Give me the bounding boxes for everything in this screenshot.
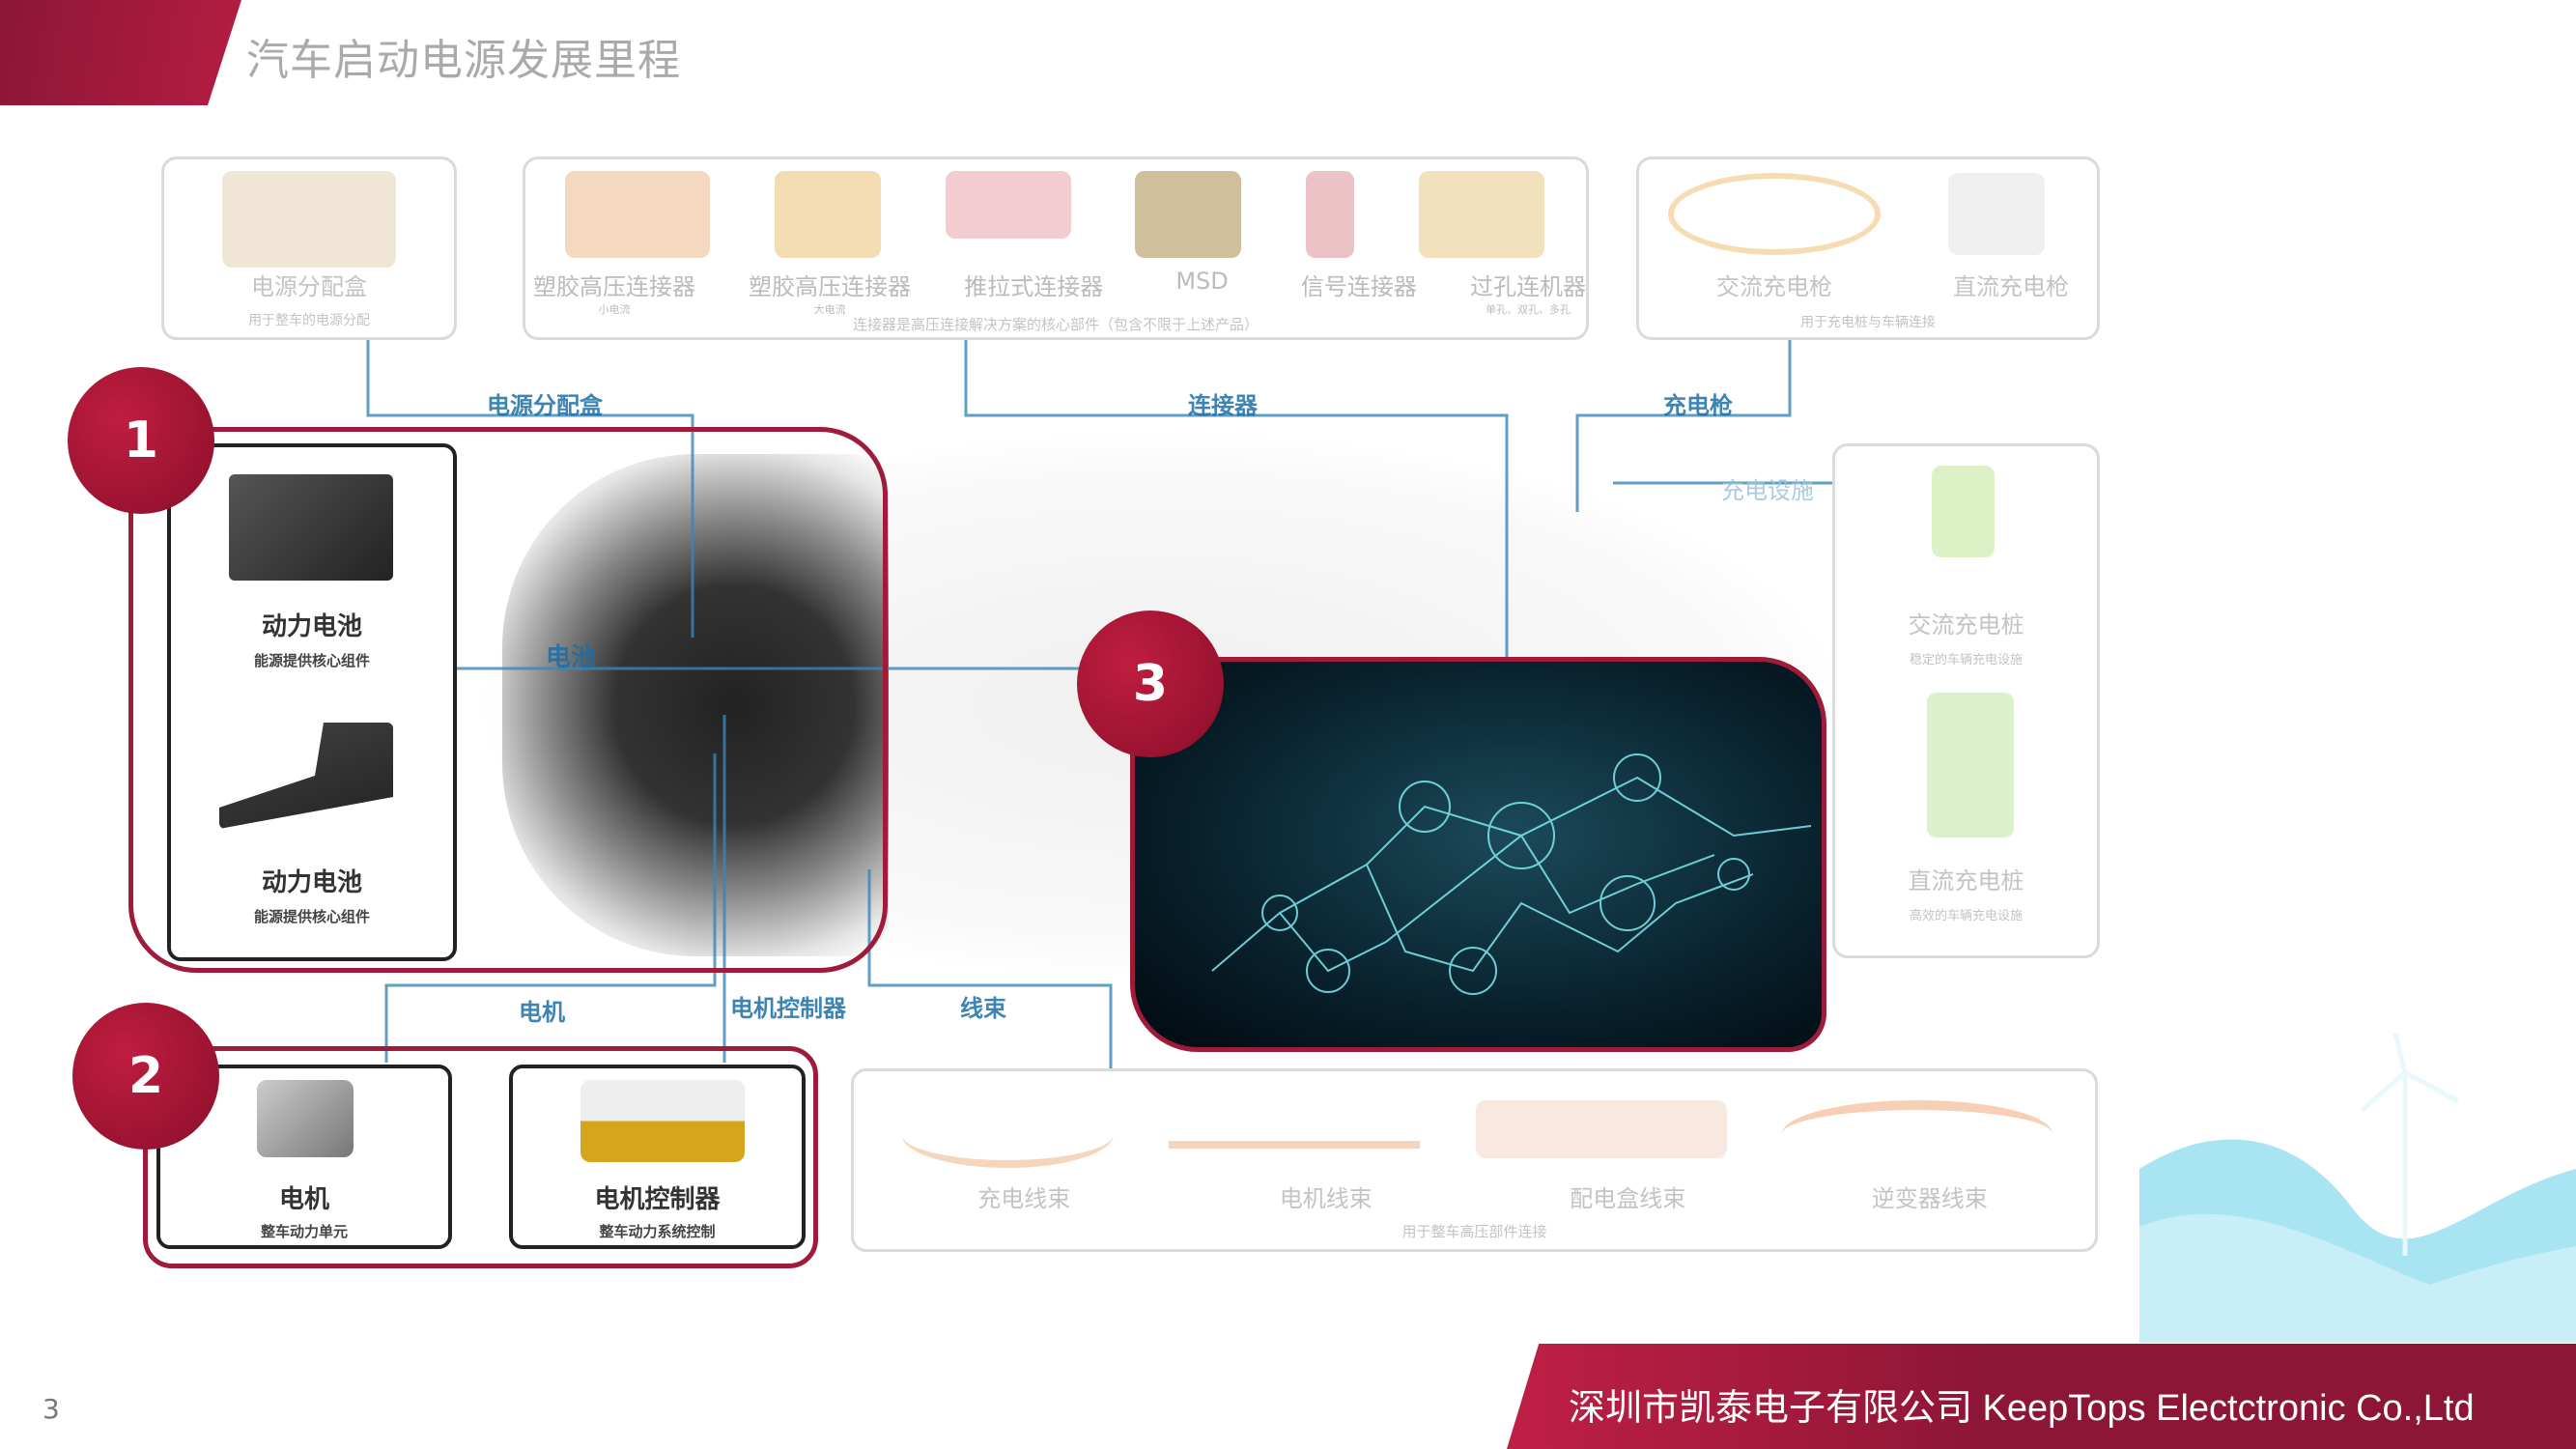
- item-desc: 能源提供核心组件: [253, 652, 370, 669]
- item-label: 直流充电枪: [1953, 273, 2069, 300]
- company-name: 深圳市凯泰电子有限公司 KeepTops Electctronic Co.,Lt…: [1569, 1388, 2475, 1429]
- item-label: 过孔连机器: [1469, 273, 1586, 300]
- item-label: 塑胶高压连接器: [749, 273, 912, 300]
- caption: 连接器是高压连接解决方案的核心部件（包含不限于上述产品）: [852, 316, 1259, 333]
- msd-image: [1135, 171, 1242, 258]
- item-label: 配电盒线束: [1570, 1185, 1686, 1212]
- engine-image: [502, 454, 889, 956]
- item-desc: 整车动力系统控制: [599, 1223, 716, 1240]
- item-label: 信号连接器: [1300, 273, 1417, 300]
- label-facility: 充电设施: [1721, 477, 1814, 504]
- connectors-card: 塑胶高压连接器小电流 塑胶高压连接器大电流 推拉式连接器 MSD 信号连接器 过…: [523, 156, 1589, 340]
- item-desc: 整车动力单元: [260, 1223, 348, 1240]
- item-label: 交流充电枪: [1716, 273, 1832, 300]
- ac-pile-image: [1932, 466, 1995, 557]
- connector-image: [774, 171, 881, 258]
- battery-card: 动力电池 能源提供核心组件 动力电池 能源提供核心组件: [167, 443, 457, 961]
- label-motor: 电机: [519, 999, 565, 1026]
- group-2-frame: [143, 1046, 818, 1268]
- smart-cockpit-image: [1130, 657, 1826, 1052]
- item-label: 电源分配盒: [251, 273, 367, 300]
- item-label: MSD: [1175, 268, 1229, 295]
- connector-image: [1418, 171, 1544, 258]
- signal-connector-image: [1305, 171, 1354, 258]
- label-battery: 电池: [546, 643, 597, 672]
- caption: 用于整车的电源分配: [248, 313, 370, 328]
- label-connector: 连接器: [1188, 392, 1258, 419]
- item-name: 动力电池: [261, 612, 362, 641]
- caption: 用于整车高压部件连接: [1401, 1223, 1547, 1240]
- label-gun: 充电枪: [1663, 392, 1733, 419]
- pile-desc: 高效的车辆充电设施: [1909, 909, 2023, 923]
- item-name: 电机控制器: [594, 1185, 721, 1214]
- charging-piles-card: 交流充电桩 稳定的车辆充电设施 直流充电桩 高效的车辆充电设施: [1832, 443, 2100, 958]
- charging-guns-card: 交流充电枪 直流充电枪 用于充电桩与车辆连接: [1636, 156, 2100, 340]
- label-distribution: 电源分配盒: [487, 392, 603, 419]
- battery-image: [229, 474, 393, 581]
- ac-gun-image: [1668, 173, 1881, 255]
- page-number: 3: [42, 1393, 60, 1425]
- pile-desc: 稳定的车辆充电设施: [1909, 653, 2023, 668]
- item-label: 电机线束: [1279, 1185, 1373, 1212]
- footer-banner: [1507, 1344, 2576, 1449]
- item-note: 单孔、双孔、多孔: [1485, 303, 1571, 316]
- controller-image: [580, 1080, 745, 1162]
- label-controller: 电机控制器: [730, 995, 846, 1022]
- harness-image: [1782, 1100, 2053, 1168]
- step-badge-1: 1: [68, 367, 214, 514]
- pile-name: 直流充电桩: [1908, 867, 2024, 895]
- item-note: 大电流: [813, 303, 846, 316]
- motor-image: [257, 1080, 354, 1157]
- item-name: 动力电池: [261, 868, 362, 897]
- item-label: 逆变器线束: [1871, 1185, 1988, 1212]
- harness-image: [900, 1100, 1114, 1168]
- connector-image: [565, 171, 711, 258]
- item-note: 小电流: [598, 303, 631, 316]
- harness-card: 充电线束 电机线束 配电盒线束 逆变器线束 用于整车高压部件连接: [851, 1068, 2098, 1252]
- header-banner: [0, 0, 241, 105]
- battery-image: [219, 723, 393, 829]
- network-icons: [1211, 753, 1812, 995]
- step-badge-2: 2: [72, 1003, 219, 1150]
- item-label: 充电线束: [977, 1185, 1071, 1212]
- item-label: 推拉式连接器: [964, 273, 1104, 300]
- item-label: 塑胶高压连接器: [533, 273, 695, 300]
- dc-gun-image: [1948, 173, 2045, 255]
- step-badge-3: 3: [1077, 611, 1224, 757]
- caption: 用于充电桩与车辆连接: [1800, 315, 1936, 330]
- distribution-box-card: 电源分配盒 用于整车的电源分配: [161, 156, 457, 340]
- item-name: 电机: [278, 1185, 329, 1214]
- controller-card: 电机控制器 整车动力系统控制: [509, 1065, 806, 1249]
- item-desc: 能源提供核心组件: [253, 908, 370, 925]
- pile-name: 交流充电桩: [1908, 611, 2024, 639]
- connector-image: [945, 171, 1071, 239]
- group-1-frame: [128, 427, 888, 973]
- page-title: 汽车启动电源发展里程: [246, 36, 681, 85]
- wind-turbine-landscape: [2139, 1034, 2576, 1343]
- harness-image: [1169, 1100, 1421, 1149]
- distribution-box-image: [222, 171, 396, 268]
- harness-image: [1475, 1100, 1727, 1158]
- dc-pile-image: [1927, 693, 2014, 838]
- label-harness: 线束: [960, 995, 1006, 1022]
